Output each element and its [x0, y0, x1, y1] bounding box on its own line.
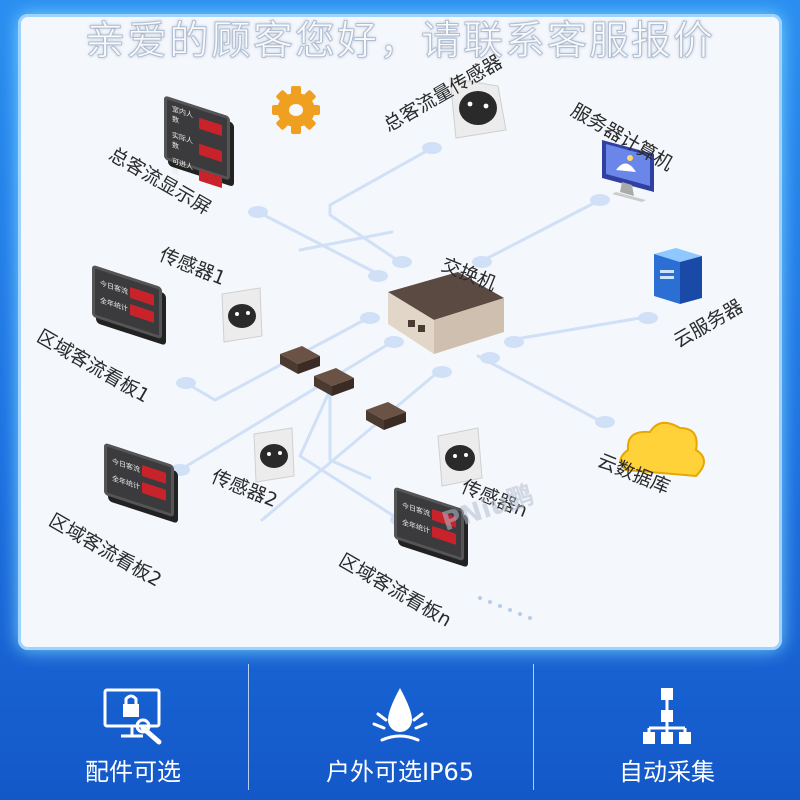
link-boardn	[328, 388, 372, 480]
link-board1	[184, 316, 370, 402]
cloud-database-icon	[619, 421, 705, 478]
board-caption: 实际人数	[172, 130, 193, 152]
network-diagram	[170, 77, 705, 620]
link-sensor1	[298, 230, 394, 252]
switch-device	[388, 272, 504, 354]
water-drop-icon	[372, 688, 428, 742]
board-caption: 今日客流	[100, 278, 128, 296]
link-cloud-db	[476, 354, 604, 424]
hierarchy-icon	[643, 688, 691, 744]
divider	[248, 664, 249, 790]
link-cloud-server	[508, 316, 642, 342]
server-computer-icon	[602, 140, 654, 202]
gear-icon	[272, 86, 320, 134]
link-sensor2	[260, 370, 440, 522]
feature-label: 户外可选IP65	[325, 758, 475, 786]
headline: 亲爱的顾客您好，请联系客服报价	[85, 18, 715, 65]
feature-label: 自动采集	[619, 758, 715, 786]
feature-auto-collect: 自动采集	[534, 658, 800, 800]
board-caption: 今日客流	[112, 456, 140, 474]
link-total-sensor	[328, 146, 434, 264]
feature-accessories: 配件可选	[0, 658, 266, 800]
sensor-n-device	[437, 427, 483, 487]
sensor-1-device	[221, 287, 263, 343]
board-caption: 全年统计	[402, 517, 430, 535]
link-server-pc	[478, 198, 602, 264]
link-board2	[178, 340, 394, 472]
feature-outdoor: 户外可选IP65	[267, 658, 533, 800]
junction-box-3	[366, 402, 406, 430]
link-display	[256, 210, 382, 277]
link-sensor-n	[298, 388, 402, 522]
cloud-server-icon	[654, 248, 702, 304]
junction-box-1	[280, 346, 320, 374]
monitor-lock-wrench-icon	[103, 688, 162, 745]
sensor-2-device	[253, 427, 295, 483]
divider	[533, 664, 534, 790]
junction-box-2	[314, 368, 354, 396]
feature-label: 配件可选	[85, 758, 181, 786]
board-caption: 全年统计	[112, 473, 140, 491]
board-caption: 室内人数	[172, 104, 193, 126]
total-sensor-device	[449, 77, 507, 139]
board-caption: 今日客流	[402, 500, 430, 518]
feature-bar: 配件可选 户外可选IP65 自动采集	[0, 658, 800, 800]
board-caption: 全年统计	[100, 295, 128, 313]
